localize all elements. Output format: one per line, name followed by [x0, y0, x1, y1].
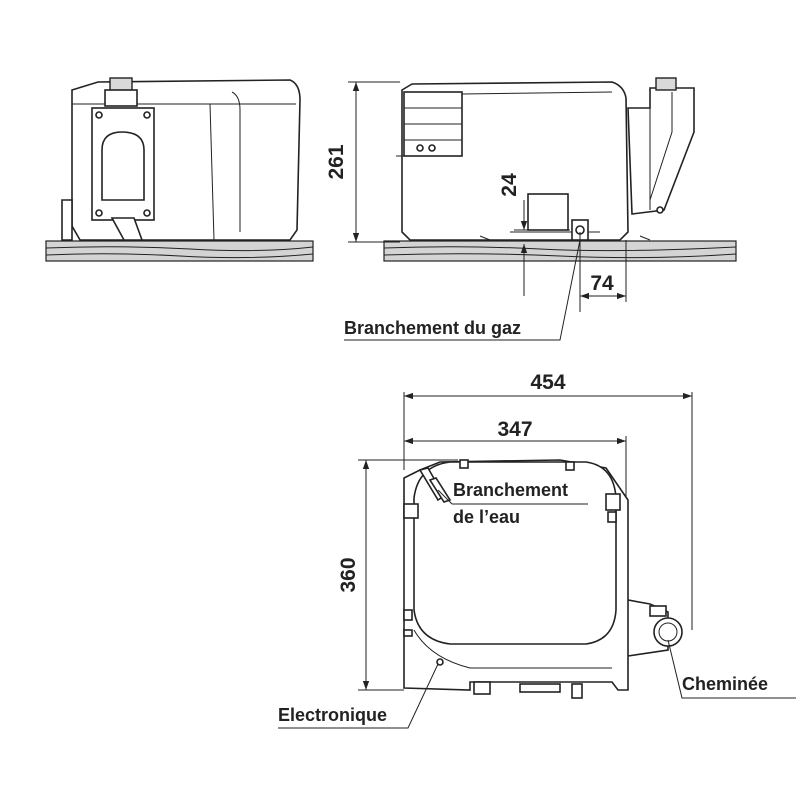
dimension-gas-24: 24	[498, 173, 570, 296]
chimney-label: Cheminée	[682, 674, 768, 694]
dimension-width-347: 347	[403, 418, 627, 498]
dimension-depth-360: 360	[337, 459, 458, 691]
dim-74-text: 74	[590, 272, 614, 295]
floor-left	[45, 240, 314, 262]
dim-454-text: 454	[530, 371, 565, 394]
chimney-tower	[627, 87, 695, 215]
dimension-height-261: 261	[325, 81, 400, 243]
electronics-label: Electronique	[278, 705, 387, 725]
dim-347-text: 347	[497, 418, 532, 441]
top-view	[403, 459, 683, 699]
water-connection-label-1: Branchement	[453, 480, 568, 500]
side-view-right	[383, 77, 737, 262]
dimension-width-454: 454	[403, 371, 693, 630]
dimension-gas-74: 74	[579, 232, 627, 312]
dim-360-text: 360	[337, 557, 360, 592]
dim-261-text: 261	[325, 144, 348, 179]
side-view-left	[45, 77, 314, 262]
dim-24-text: 24	[498, 173, 521, 197]
label-chimney: Cheminée	[667, 639, 796, 699]
floor-right	[383, 240, 737, 262]
label-electronics: Electronique	[278, 663, 439, 729]
label-water-connection: Branchement de l’eau	[437, 480, 588, 527]
water-connection-label-2: de l’eau	[453, 507, 520, 527]
label-gas-connection: Branchement du gaz	[344, 239, 581, 341]
gas-fitting-box	[527, 193, 569, 231]
chimney-circle	[653, 617, 683, 647]
inner-tank	[413, 461, 617, 645]
gas-connection-label: Branchement du gaz	[344, 318, 521, 338]
